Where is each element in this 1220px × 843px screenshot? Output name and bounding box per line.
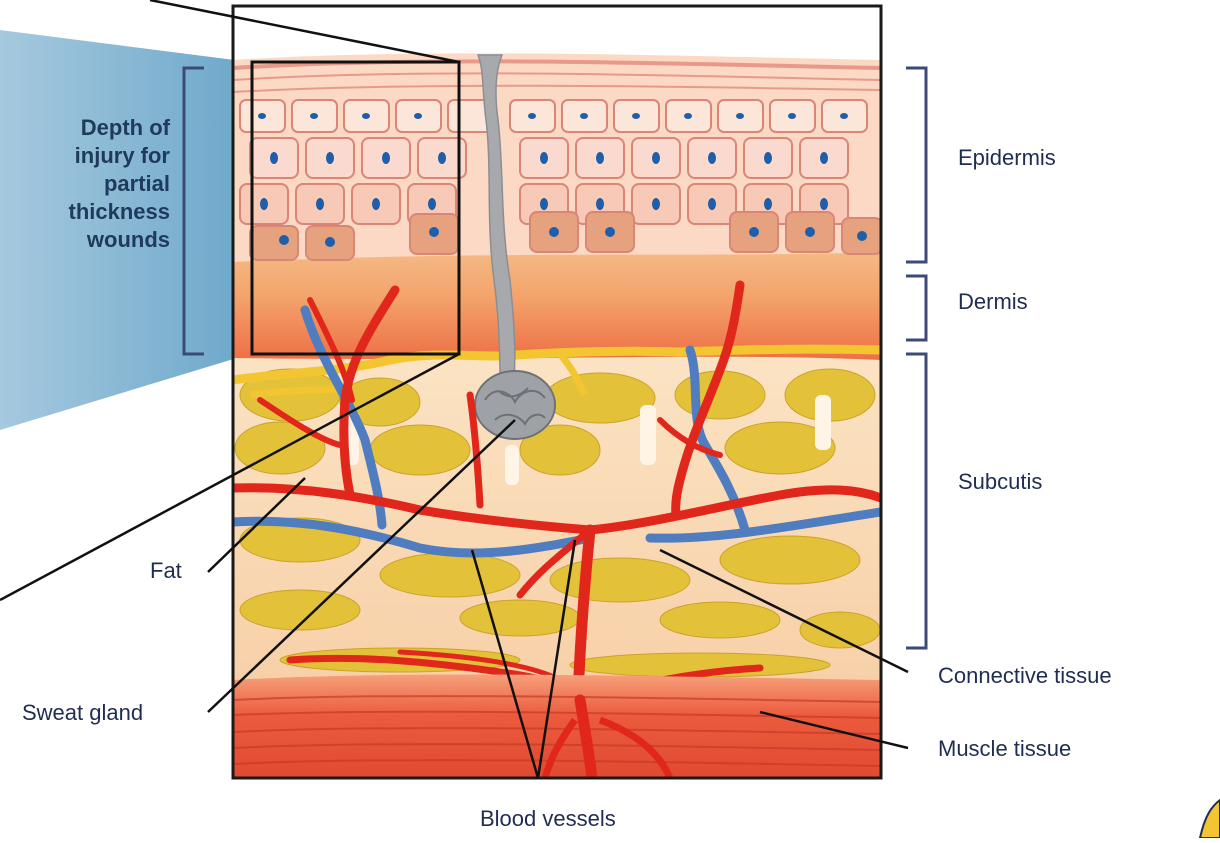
subcutis-label: Subcutis [958,471,1042,493]
epidermis-bracket [906,68,926,262]
fat-label: Fat [150,560,182,582]
blood-vessels-label: Blood vessels [480,808,616,830]
dermis-label: Dermis [958,291,1028,313]
sweat-gland-label: Sweat gland [22,702,143,724]
muscle-tissue-label: Muscle tissue [938,738,1071,760]
injury-depth-label: Depth of injury for partial thickness wo… [14,114,170,254]
muscle-layer [233,675,881,778]
corner-badge [1200,800,1220,838]
dermis-bracket [906,276,926,340]
subcutis-bracket [906,354,926,648]
sweat-gland-coil [475,371,555,439]
epidermis-label: Epidermis [958,147,1056,169]
connective-tissue-label: Connective tissue [938,665,1112,687]
